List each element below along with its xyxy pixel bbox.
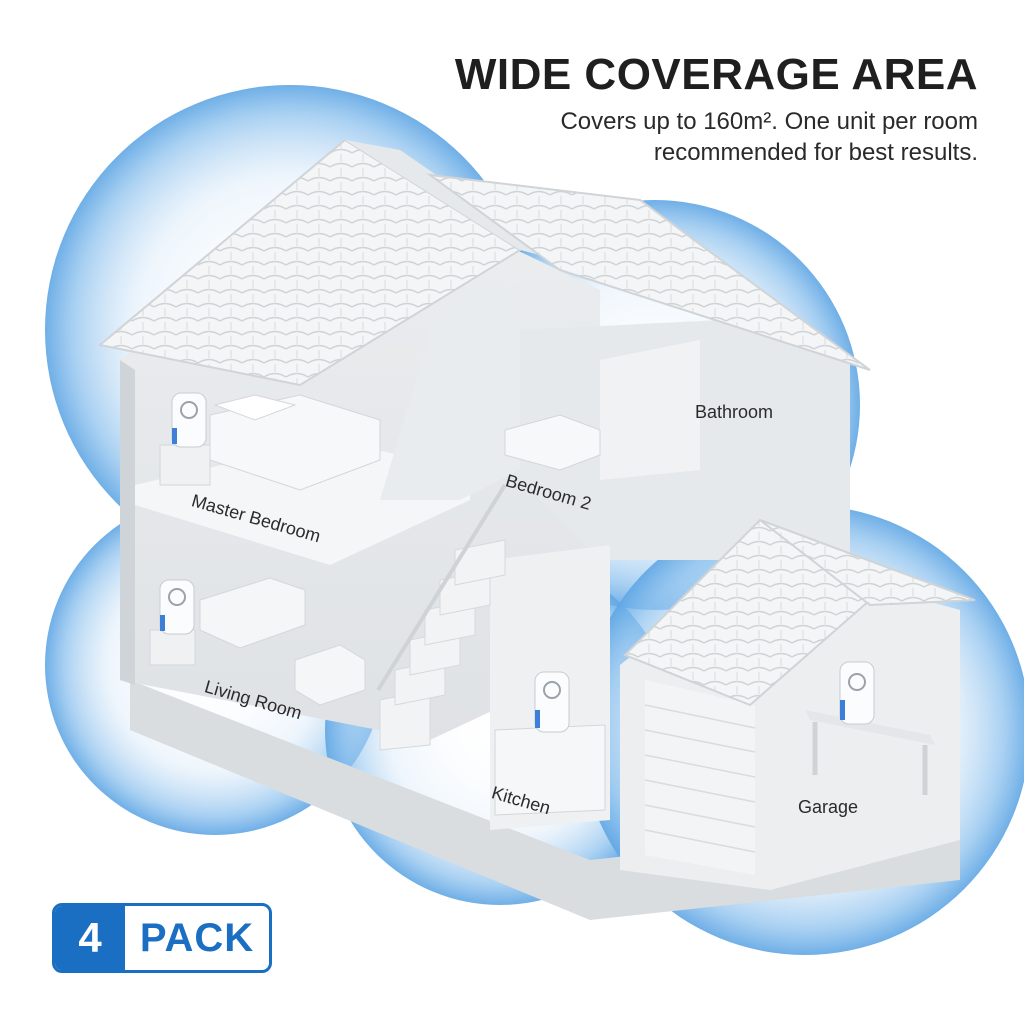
room-label-bathroom: Bathroom bbox=[695, 402, 774, 422]
subtitle-line-2: recommended for best results. bbox=[653, 139, 978, 166]
headline-block: WIDE COVERAGE AREA Covers up to 160m². O… bbox=[455, 50, 978, 168]
page-subtitle: Covers up to 160m². One unit per room re… bbox=[455, 106, 978, 168]
device-living-room bbox=[159, 579, 195, 635]
device-garage bbox=[839, 661, 875, 725]
device-master-bedroom bbox=[171, 392, 207, 448]
subtitle-line-1: Covers up to 160m². One unit per room bbox=[560, 108, 978, 135]
device-kitchen bbox=[534, 671, 570, 733]
pack-label: PACK bbox=[139, 915, 255, 960]
devices bbox=[159, 392, 875, 733]
room-label-garage: Garage bbox=[798, 797, 859, 817]
pack-badge: 4 PACK bbox=[52, 903, 272, 973]
pack-count: 4 bbox=[55, 906, 125, 970]
page-title: WIDE COVERAGE AREA bbox=[454, 50, 978, 99]
house-structure bbox=[97, 138, 976, 920]
